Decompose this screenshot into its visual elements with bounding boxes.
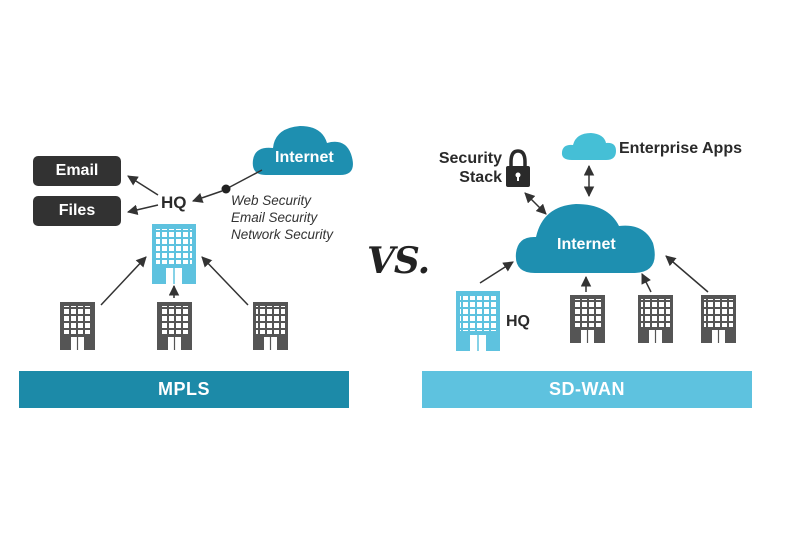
branch3-to-internet-arrow — [665, 255, 709, 293]
vs-label: VS. — [367, 240, 430, 282]
enterprise-apps-label: Enterprise Apps — [619, 140, 742, 157]
cloud-to-security-line — [227, 169, 263, 189]
security-stack-label-line2: Stack — [459, 169, 502, 186]
branch1-to-hq-arrow — [100, 256, 147, 306]
mpls-hq-label: HQ — [161, 193, 187, 212]
security-stack-label-line1: Security — [438, 150, 502, 167]
sdwan-internet-cloud-icon — [515, 204, 655, 273]
branch3-to-hq-arrow — [201, 256, 249, 306]
mpls-internet-cloud-icon — [252, 126, 353, 175]
sdwan-banner: SD-WAN — [422, 371, 752, 408]
mpls-hq-building-icon — [152, 224, 196, 284]
sdwan-branch-building-icon — [570, 295, 605, 343]
mpls-branch-building-icon — [253, 302, 288, 350]
security-junction-dot — [221, 184, 231, 194]
sdwan-hq-building-icon — [456, 291, 500, 351]
security-to-hq-arrow — [192, 190, 223, 203]
hq-to-files-arrow — [126, 204, 159, 215]
files-pill: Files — [33, 196, 121, 226]
branch2-to-internet-arrow — [641, 273, 652, 293]
enterprise-apps-cloud-icon — [561, 133, 616, 160]
sdwan-hq-label: HQ — [506, 313, 530, 330]
sdwan-branch-building-icon — [701, 295, 736, 343]
padlock-icon — [506, 149, 530, 187]
email-pill: Email — [33, 156, 121, 186]
mpls-branch-building-icon — [60, 302, 95, 350]
sdwan-internet-label: Internet — [557, 236, 616, 253]
email-security-label: Email Security — [231, 210, 318, 225]
sdwan-branch-building-icon — [638, 295, 673, 343]
web-security-label: Web Security — [231, 193, 312, 208]
mpls-branch-building-icon — [157, 302, 192, 350]
network-security-label: Network Security — [231, 227, 334, 242]
hq-to-email-arrow — [127, 175, 159, 196]
security-stack-cloud-arrow — [524, 192, 547, 215]
mpls-banner: MPLS — [19, 371, 349, 408]
mpls-internet-label: Internet — [275, 149, 334, 166]
hq-to-internet-arrow — [479, 261, 514, 284]
